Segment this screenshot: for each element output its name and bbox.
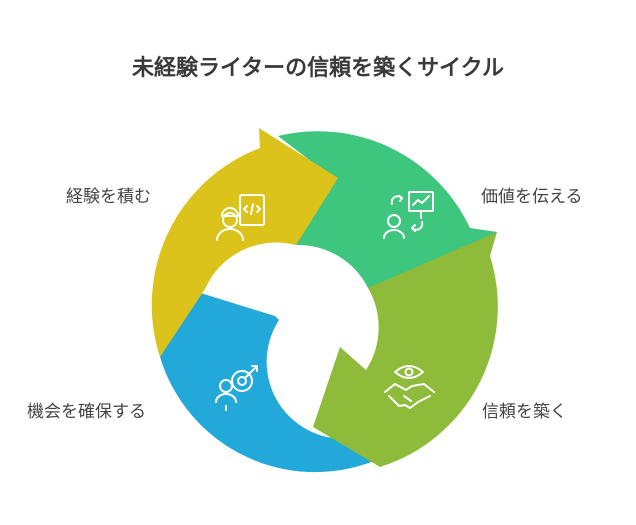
target-person-icon bbox=[215, 365, 258, 411]
step-label-convey-value: 価値を伝える bbox=[481, 187, 583, 207]
diagram-title: 未経験ライターの信頼を築くサイクル bbox=[131, 56, 505, 81]
step-label-gain-experience: 経験を積む bbox=[66, 187, 151, 207]
handshake-eye-icon bbox=[384, 365, 435, 409]
step-label-build-trust: 信頼を築く bbox=[482, 402, 567, 422]
step-label-secure-opportunity: 機会を確保する bbox=[27, 402, 146, 422]
arrow-gain-experience bbox=[151, 128, 338, 357]
arrow-secure-opportunity bbox=[160, 286, 374, 473]
presentation-icon bbox=[383, 191, 434, 239]
arrow-build-trust bbox=[313, 232, 498, 467]
writer-code-icon bbox=[216, 194, 265, 241]
